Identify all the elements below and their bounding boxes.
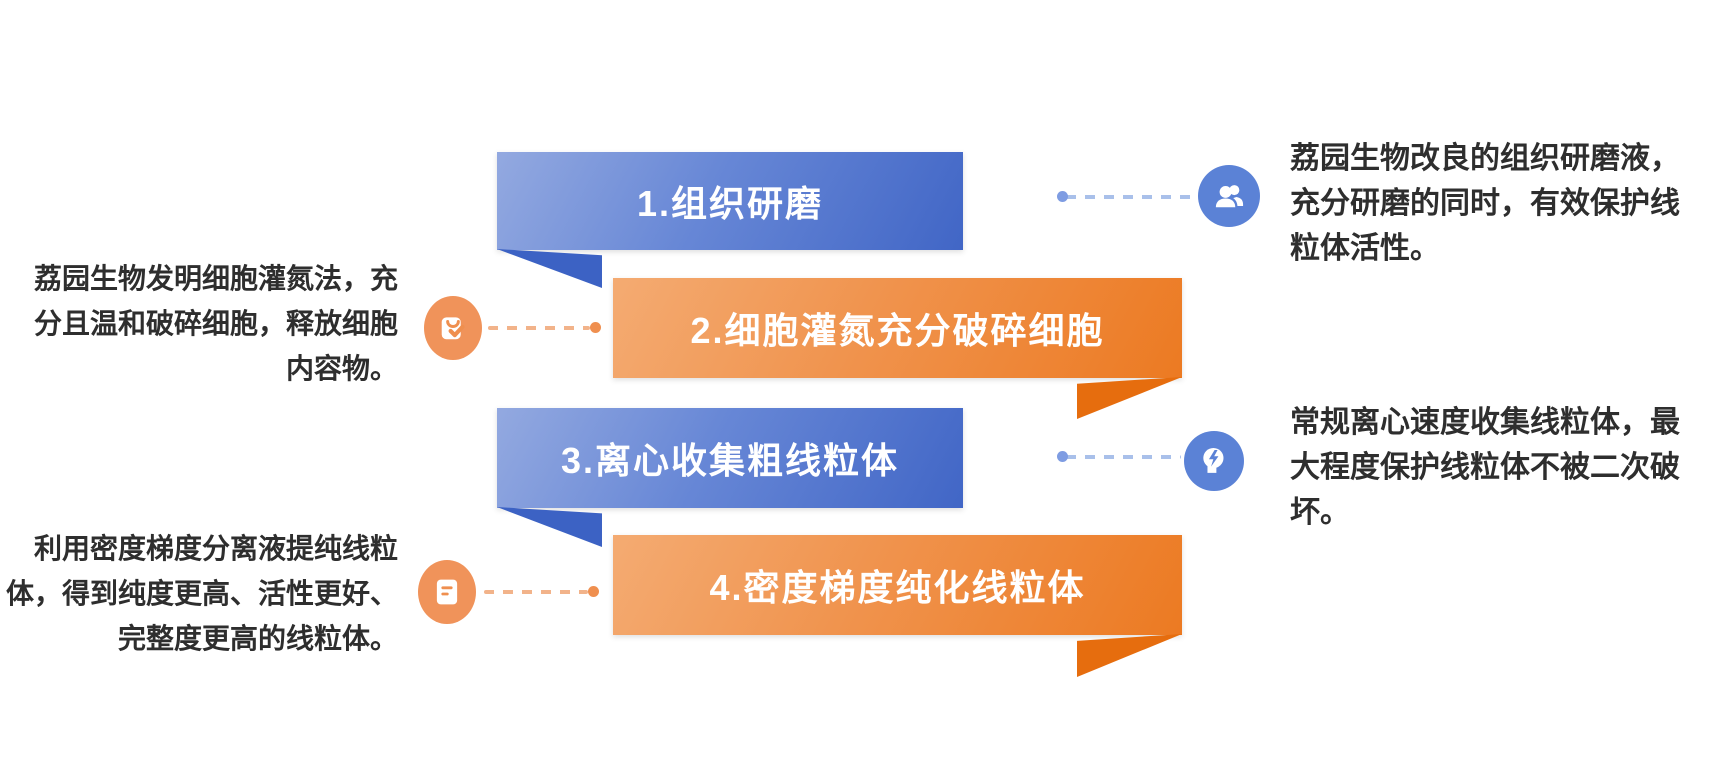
step-3-icon-badge <box>1184 431 1244 491</box>
note-line: 完整度更高的线粒体。 <box>117 623 398 654</box>
step-3-ribbon-fold <box>497 507 602 547</box>
step-3-note: 常规离心速度收集线粒体，最 大程度保护线粒体不被二次破 坏。 <box>1290 400 1710 535</box>
bag-check-icon <box>441 317 465 340</box>
step-2-banner: 2.细胞灌氮充分破碎细胞 <box>613 278 1182 378</box>
step-4-dashed-connector <box>484 590 588 594</box>
step-3-banner-label: 3.离心收集粗线粒体 <box>560 440 900 481</box>
step-3-dashed-connector <box>1066 455 1181 459</box>
note-line: 坏。 <box>1290 496 1350 529</box>
note-line: 大程度保护线粒体不被二次破 <box>1290 451 1680 484</box>
step-1-icon-badge <box>1198 165 1260 227</box>
note-line: 荔园生物改良的组织研磨液， <box>1290 142 1680 175</box>
head-lightning-icon <box>1203 447 1224 473</box>
note-line: 常规离心速度收集线粒体，最 <box>1290 406 1680 439</box>
step-1-banner-label: 1.组织研磨 <box>636 183 824 224</box>
users-icon <box>1215 185 1244 208</box>
step-2-connector-dot <box>590 322 601 333</box>
note-line: 分且温和破碎细胞，释放细胞 <box>33 308 398 339</box>
note-line: 充分研磨的同时，有效保护线 <box>1290 187 1680 220</box>
step-3-banner: 3.离心收集粗线粒体 <box>497 408 963 508</box>
step-2-icon-badge <box>424 296 482 360</box>
clipboard-icon <box>436 579 458 605</box>
step-4-connector-dot <box>588 586 599 597</box>
step-1-connector-dot <box>1057 191 1068 202</box>
step-1-note: 荔园生物改良的组织研磨液， 充分研磨的同时，有效保护线 粒体活性。 <box>1290 136 1710 271</box>
note-line: 荔园生物发明细胞灌氮法，充 <box>33 263 398 294</box>
note-line: 利用密度梯度分离液提纯线粒 <box>33 533 398 564</box>
step-2-banner-label: 2.细胞灌氮充分破碎细胞 <box>690 310 1105 351</box>
step-3-connector-dot <box>1057 451 1068 462</box>
step-1-banner: 1.组织研磨 <box>497 152 963 250</box>
step-2-note: 荔园生物发明细胞灌氮法，充 分且温和破碎细胞，释放细胞 内容物。 <box>4 256 398 391</box>
step-4-icon-badge <box>418 560 476 624</box>
note-line: 内容物。 <box>285 353 398 384</box>
step-1-dashed-connector <box>1066 195 1198 199</box>
note-line: 体，得到纯度更高、活性更好、 <box>5 578 398 609</box>
step-4-banner: 4.密度梯度纯化线粒体 <box>613 535 1182 635</box>
step-4-note: 利用密度梯度分离液提纯线粒 体，得到纯度更高、活性更好、 完整度更高的线粒体。 <box>4 526 398 661</box>
step-2-ribbon-fold <box>1077 377 1182 419</box>
step-4-banner-label: 4.密度梯度纯化线粒体 <box>709 567 1086 608</box>
step-1-ribbon-fold <box>497 249 602 288</box>
step-4-ribbon-fold <box>1077 634 1182 677</box>
step-2-dashed-connector <box>488 326 590 330</box>
note-line: 粒体活性。 <box>1290 232 1440 265</box>
